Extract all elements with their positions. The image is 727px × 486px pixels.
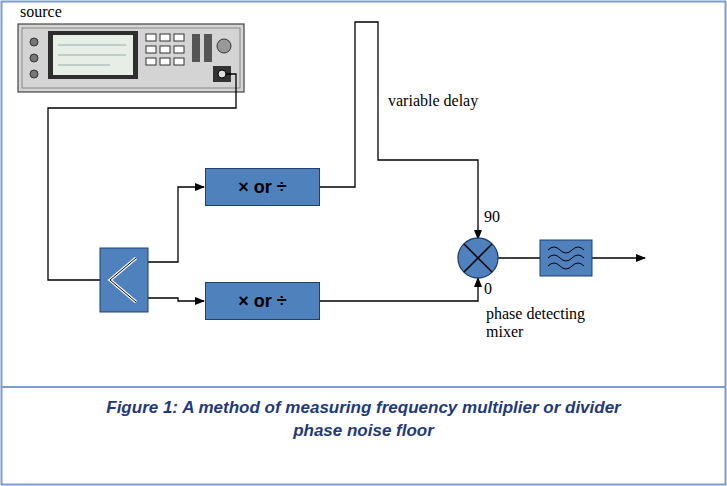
reference-wire — [320, 278, 478, 301]
figure-caption: Figure 1: A method of measuring frequenc… — [100, 397, 627, 443]
annotation-label: phase detecting mixer — [486, 305, 601, 342]
box-label: × or ÷ — [238, 177, 286, 198]
caption-divider — [2, 386, 726, 388]
port-label: 0 — [484, 280, 492, 298]
delay-line — [320, 22, 478, 239]
signal-generator — [18, 24, 244, 92]
annotation-label: source — [20, 3, 62, 21]
filter-block — [540, 240, 592, 276]
mixer-output-wire — [498, 257, 540, 258]
mixer-symbol — [458, 238, 498, 278]
port-label: 90 — [484, 208, 500, 226]
annotation-label: variable delay — [388, 92, 478, 110]
splitter-wire — [148, 298, 204, 301]
multiplier-divider-box: × or ÷ — [205, 168, 320, 206]
box-label: × or ÷ — [238, 291, 286, 312]
power-splitter — [100, 248, 148, 312]
splitter-wire — [148, 187, 204, 262]
output-wire — [592, 257, 645, 258]
multiplier-divider-box: × or ÷ — [205, 282, 320, 320]
